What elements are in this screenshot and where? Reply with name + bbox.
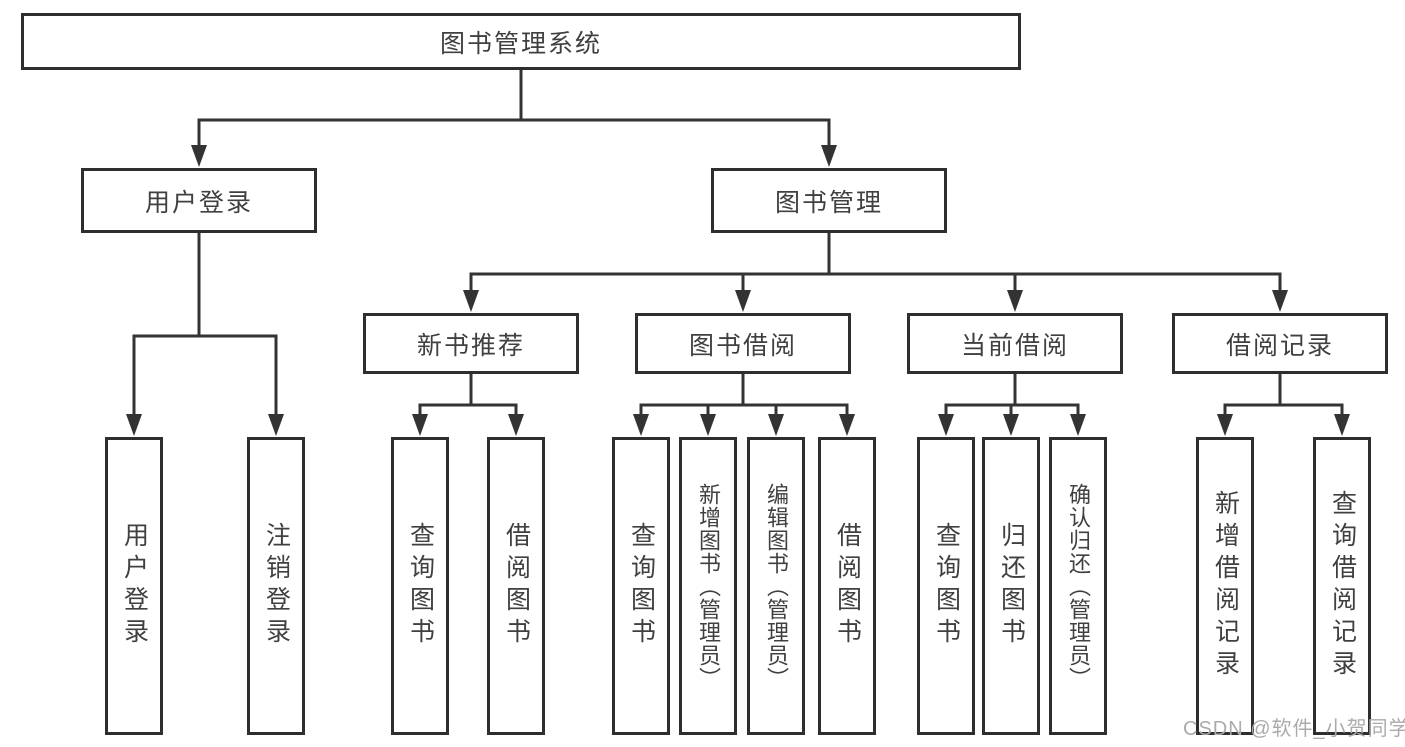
node-label: 图书管理系统	[439, 29, 602, 58]
leaf-edit-book-admin: 编辑图书（管理员）	[747, 437, 805, 735]
node-label: 新书推荐	[416, 331, 525, 360]
leaf-borrow-books-borrowing: 借阅图书	[818, 437, 876, 735]
leaf-query-books-current: 查询图书	[917, 437, 975, 735]
leaf-label: 新增图书（管理员）	[696, 482, 721, 690]
node-borrowing-records: 借阅记录	[1172, 313, 1388, 374]
node-current-borrowing: 当前借阅	[907, 313, 1123, 374]
node-label: 借阅记录	[1225, 331, 1334, 360]
leaf-logout: 注销登录	[247, 437, 305, 735]
leaf-label: 查询图书	[406, 522, 435, 650]
leaf-query-books-recommend: 查询图书	[391, 437, 449, 735]
node-book-management: 图书管理	[711, 168, 947, 233]
leaf-label: 查询借阅记录	[1328, 490, 1357, 682]
leaf-add-borrow-record: 新增借阅记录	[1196, 437, 1254, 735]
leaf-borrow-books-recommend: 借阅图书	[487, 437, 545, 735]
leaf-label: 归还图书	[997, 522, 1026, 650]
leaf-query-borrow-record: 查询借阅记录	[1313, 437, 1371, 735]
node-user-login: 用户登录	[81, 168, 317, 233]
node-label: 用户登录	[144, 188, 253, 217]
leaf-confirm-return-admin: 确认归还（管理员）	[1049, 437, 1107, 735]
leaf-label: 查询图书	[627, 522, 656, 650]
node-new-book-recommendation: 新书推荐	[363, 313, 579, 374]
leaf-label: 借阅图书	[502, 522, 531, 650]
leaf-label: 注销登录	[262, 522, 291, 650]
leaf-return-book: 归还图书	[982, 437, 1040, 735]
leaf-label: 用户登录	[120, 522, 149, 650]
node-label: 当前借阅	[960, 331, 1069, 360]
node-label: 图书借阅	[688, 331, 797, 360]
node-book-borrowing: 图书借阅	[635, 313, 851, 374]
leaf-label: 确认归还（管理员）	[1066, 482, 1091, 690]
leaf-add-book-admin: 新增图书（管理员）	[679, 437, 737, 735]
leaf-user-login: 用户登录	[105, 437, 163, 735]
leaf-label: 新增借阅记录	[1211, 490, 1240, 682]
node-root-library-system: 图书管理系统	[21, 13, 1021, 70]
csdn-watermark: CSDN @软件_小贺同学	[1183, 718, 1405, 740]
node-label: 图书管理	[774, 188, 883, 217]
leaf-query-books-borrowing: 查询图书	[612, 437, 670, 735]
leaf-label: 查询图书	[932, 522, 961, 650]
leaf-label: 借阅图书	[833, 522, 862, 650]
leaf-label: 编辑图书（管理员）	[764, 482, 789, 690]
